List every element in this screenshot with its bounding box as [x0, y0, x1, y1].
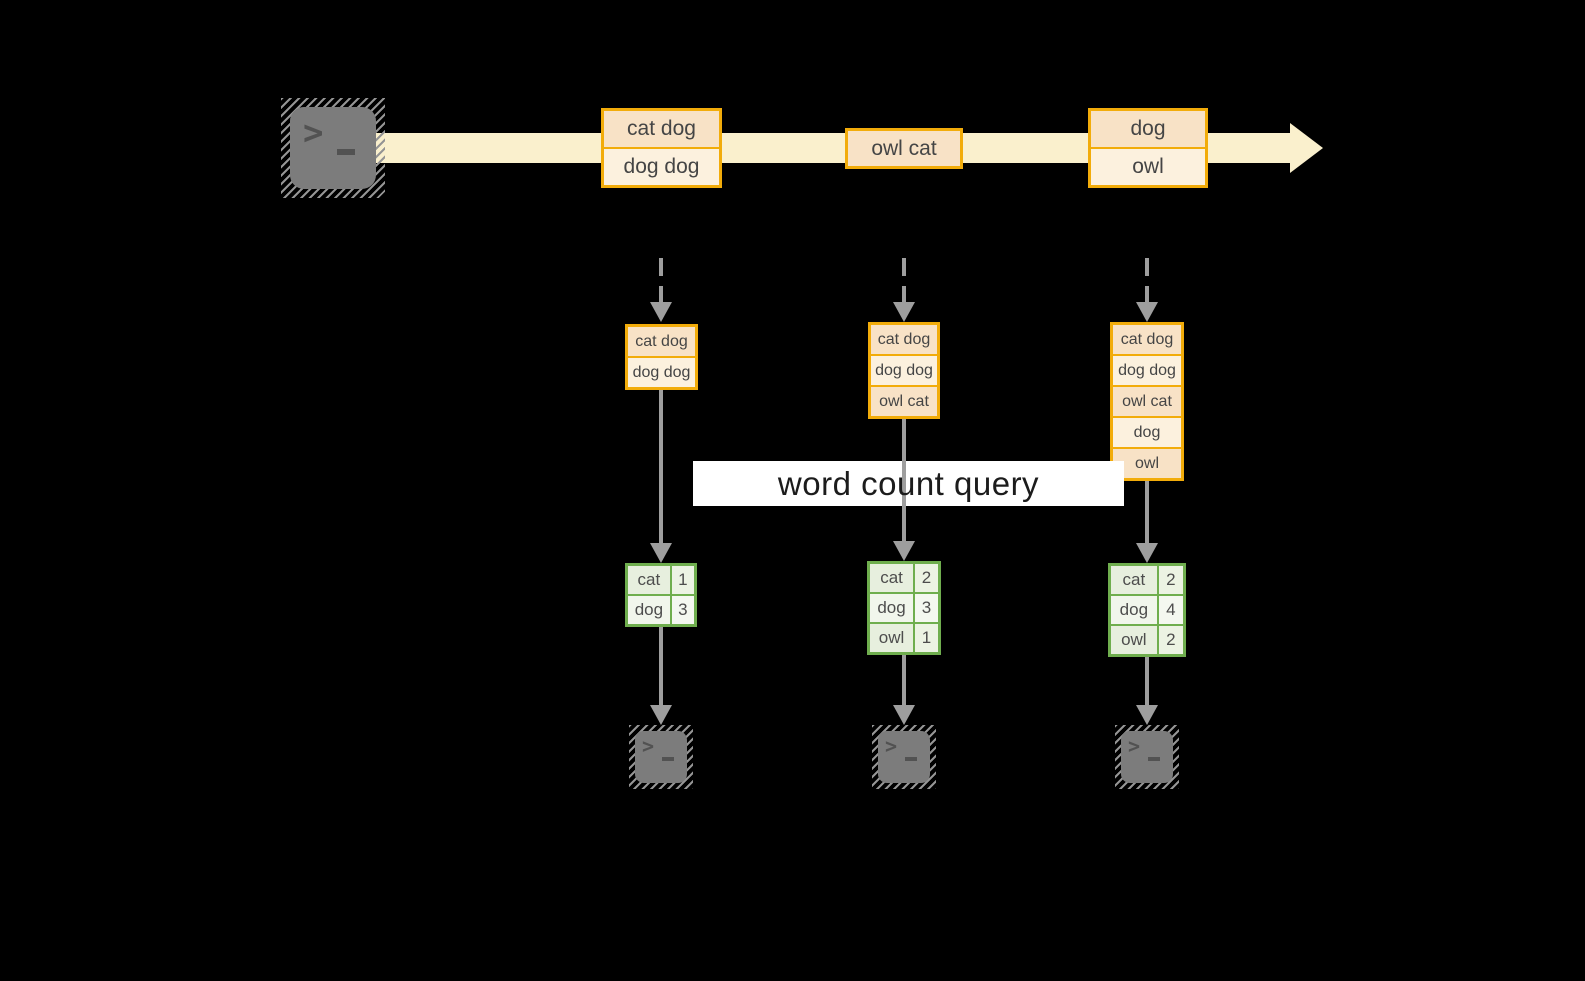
output-terminal-icon: >	[872, 725, 936, 789]
dashed-arrowhead	[650, 302, 672, 322]
accumulated-record: dog dog	[628, 358, 695, 387]
query-arrowhead	[650, 543, 672, 563]
count-cell: 1	[671, 566, 694, 594]
stream-record: cat dog	[604, 111, 719, 147]
terminal-cursor-glyph	[905, 757, 917, 761]
accumulated-record: cat dog	[628, 327, 695, 356]
query-label-text: word count query	[777, 464, 1040, 502]
output-terminal-icon: >	[629, 725, 693, 789]
dashed-arrow-line	[659, 258, 663, 302]
terminal-icon: >	[1121, 731, 1173, 783]
output-arrow-line	[902, 655, 906, 705]
query-arrowhead	[1136, 543, 1158, 563]
dashed-arrow-line	[1145, 258, 1149, 302]
output-arrow-line	[659, 627, 663, 705]
terminal-icon: >	[878, 731, 930, 783]
query-arrowhead	[893, 541, 915, 561]
accumulated-record: dog dog	[871, 356, 937, 385]
stream-record: owl cat	[848, 131, 960, 166]
count-cell: 4	[1158, 596, 1183, 624]
word-count-table: cat 2 dog 3 owl 1	[867, 561, 941, 655]
output-terminal-icon: >	[1115, 725, 1179, 789]
word-count-table: cat 2 dog 4 owl 2	[1108, 563, 1186, 657]
word-cell: cat	[628, 566, 670, 594]
stream-arrowhead	[1290, 123, 1323, 173]
stream-batch-box: owl cat	[845, 128, 963, 169]
terminal-cursor-glyph	[662, 757, 674, 761]
query-arrow-line	[659, 390, 663, 543]
stream-batch-box: cat dog dog dog	[601, 108, 722, 188]
word-cell: cat	[1111, 566, 1157, 594]
count-cell: 2	[1158, 566, 1183, 594]
accumulated-record: dog dog	[1113, 356, 1181, 385]
accumulated-records-box: cat dog dog dog	[625, 324, 698, 390]
terminal-prompt-glyph: >	[642, 734, 655, 758]
word-count-table: cat 1 dog 3	[625, 563, 697, 627]
dashed-arrow-line	[902, 258, 906, 302]
dashed-arrowhead	[1136, 302, 1158, 322]
stream-record: dog	[1091, 111, 1205, 147]
word-cell: dog	[870, 594, 914, 622]
terminal-cursor-glyph	[337, 149, 355, 155]
accumulated-record: owl	[1113, 449, 1181, 478]
output-arrowhead	[1136, 705, 1158, 725]
word-cell: dog	[1111, 596, 1157, 624]
stream-record: owl	[1091, 149, 1205, 185]
terminal-cursor-glyph	[1148, 757, 1160, 761]
count-cell: 2	[915, 564, 938, 592]
accumulated-record: owl cat	[871, 387, 937, 416]
output-arrowhead	[650, 705, 672, 725]
query-arrow-line	[1145, 481, 1149, 543]
output-arrowhead	[893, 705, 915, 725]
accumulated-record: cat dog	[1113, 325, 1181, 354]
terminal-icon: >	[635, 731, 687, 783]
source-terminal-icon: >	[281, 98, 385, 198]
accumulated-records-box: cat dog dog dog owl cat	[868, 322, 940, 419]
word-cell: owl	[870, 624, 914, 652]
count-cell: 3	[671, 596, 694, 624]
output-arrow-line	[1145, 657, 1149, 705]
accumulated-record: cat dog	[871, 325, 937, 354]
stream-record: dog dog	[604, 149, 719, 185]
count-cell: 3	[915, 594, 938, 622]
count-cell: 2	[1158, 626, 1183, 654]
terminal-icon: >	[290, 107, 376, 189]
terminal-prompt-glyph: >	[303, 113, 324, 153]
query-label-box: word count query	[693, 461, 1124, 506]
terminal-prompt-glyph: >	[885, 734, 898, 758]
query-arrow-line	[902, 419, 906, 541]
accumulated-record: owl cat	[1113, 387, 1181, 416]
word-cell: dog	[628, 596, 670, 624]
word-cell: owl	[1111, 626, 1157, 654]
terminal-prompt-glyph: >	[1128, 734, 1141, 758]
accumulated-records-box: cat dog dog dog owl cat dog owl	[1110, 322, 1184, 481]
count-cell: 1	[915, 624, 938, 652]
accumulated-record: dog	[1113, 418, 1181, 447]
stream-batch-box: dog owl	[1088, 108, 1208, 188]
word-cell: cat	[870, 564, 914, 592]
dashed-arrowhead	[893, 302, 915, 322]
